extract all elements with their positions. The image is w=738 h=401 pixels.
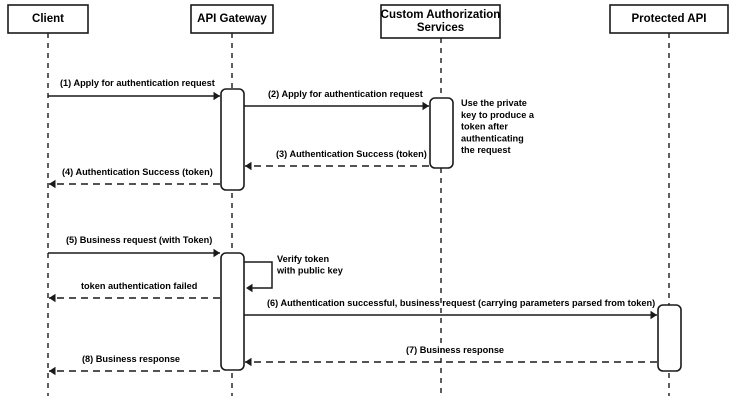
- message-3[interactable]: [245, 161, 429, 171]
- arrow-head: [49, 179, 56, 189]
- participant-header-client[interactable]: Client: [7, 4, 89, 34]
- self-message-label: Verify token: [277, 254, 329, 264]
- message-label: (2) Apply for authentication request: [268, 89, 423, 99]
- participant-label-client: Client: [32, 13, 64, 25]
- message-label: token authentication failed: [81, 281, 197, 291]
- arrow-head: [245, 357, 252, 367]
- message-label: (3) Authentication Success (token): [276, 149, 427, 159]
- activation-bar-act-protected-1: [657, 304, 682, 372]
- labels-layer: (1) Apply for authentication request (2) …: [60, 78, 655, 364]
- participant-label-custom-authorization-services: Custom Authorization: [381, 9, 501, 21]
- activations-layer: [220, 88, 682, 372]
- arrow-head: [422, 101, 429, 111]
- message-label: (6) Authentication successful, business …: [267, 298, 655, 308]
- participant-box-client[interactable]: [7, 4, 89, 34]
- message-2[interactable]: [244, 101, 429, 111]
- note-label-private-key-note: authenticating: [461, 133, 524, 143]
- participant-box-api-gateway[interactable]: [190, 4, 274, 34]
- participant-box-protected-api[interactable]: [609, 4, 729, 34]
- activation-bar-act-gateway-2: [220, 252, 245, 371]
- message-label: (5) Business request (with Token): [66, 235, 212, 245]
- note-label-private-key-note: token after: [461, 122, 508, 132]
- message-unnumbered-5[interactable]: [49, 293, 220, 303]
- message-label: (4) Authentication Success (token): [62, 167, 213, 177]
- note-label-private-key-note: the request: [461, 145, 511, 155]
- messages-layer: [48, 91, 657, 376]
- self-message-path[interactable]: [244, 261, 273, 289]
- note-label-private-key-note: key to produce a: [461, 110, 535, 120]
- message-label: (7) Business response: [406, 345, 504, 355]
- participant-label-custom-authorization-services: Services: [417, 22, 464, 34]
- self-message-verify-token[interactable]: [244, 261, 273, 293]
- participant-headers-layer: Client API Gateway Custom AuthorizationSer…: [7, 4, 729, 39]
- message-6[interactable]: [244, 310, 657, 320]
- arrow-head: [213, 248, 220, 258]
- participant-label-api-gateway: API Gateway: [197, 13, 267, 25]
- message-1[interactable]: [48, 91, 220, 101]
- activation-bar-act-auth-1: [429, 97, 454, 169]
- message-label: (1) Apply for authentication request: [60, 78, 215, 88]
- message-7[interactable]: [245, 357, 657, 367]
- activation-bar-act-gateway-1: [220, 88, 245, 191]
- participant-header-api-gateway[interactable]: API Gateway: [190, 4, 274, 34]
- arrow-head: [246, 283, 253, 293]
- arrow-head: [49, 366, 56, 376]
- message-4[interactable]: [49, 179, 220, 189]
- arrow-head: [49, 293, 56, 303]
- message-8[interactable]: [49, 366, 220, 376]
- message-5[interactable]: [48, 248, 220, 258]
- participant-box-custom-authorization-services[interactable]: [380, 4, 501, 39]
- participant-label-protected-api: Protected API: [632, 13, 707, 25]
- arrow-head: [245, 161, 252, 171]
- participant-header-protected-api[interactable]: Protected API: [609, 4, 729, 34]
- arrow-head: [650, 310, 657, 320]
- arrow-head: [213, 91, 220, 101]
- message-label: (8) Business response: [82, 354, 180, 364]
- note-label-private-key-note: Use the private: [461, 98, 527, 108]
- self-message-label: with public key: [276, 266, 344, 276]
